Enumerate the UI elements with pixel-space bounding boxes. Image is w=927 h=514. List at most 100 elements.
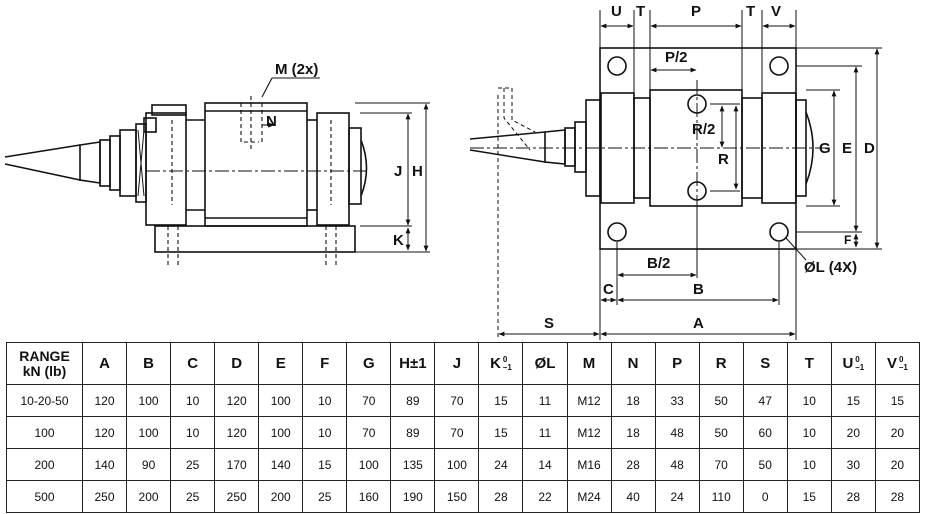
value-cell: 0 xyxy=(742,480,788,513)
value-cell: 15 xyxy=(478,384,524,417)
value-cell: 47 xyxy=(742,384,788,417)
cable-side xyxy=(4,123,147,203)
value-cell: 89 xyxy=(390,416,436,449)
header-d: D xyxy=(214,342,260,385)
value-cell: 190 xyxy=(390,480,436,513)
header-j: J xyxy=(434,342,480,385)
tolerance-note: 0–1 xyxy=(855,355,865,373)
value-cell: 14 xyxy=(522,448,568,481)
value-cell: 11 xyxy=(522,416,568,449)
label-v: V xyxy=(771,3,781,20)
value-cell: 160 xyxy=(346,480,392,513)
label-b: B xyxy=(693,281,704,298)
technical-drawing: M (2x) N J H K xyxy=(4,3,882,340)
value-cell: 48 xyxy=(654,448,700,481)
header-e: E xyxy=(258,342,304,385)
value-cell: 100 xyxy=(126,384,172,417)
load-cell-body xyxy=(204,102,308,227)
label-g: G xyxy=(819,140,831,157)
value-cell: 33 xyxy=(654,384,700,417)
value-cell: 28 xyxy=(874,480,921,513)
value-cell: 20 xyxy=(830,416,876,449)
label-s: S xyxy=(544,315,554,332)
right-block xyxy=(316,112,350,226)
value-cell: 70 xyxy=(434,384,480,417)
value-cell: 250 xyxy=(214,480,260,513)
base-plate xyxy=(154,225,356,253)
value-cell: 18 xyxy=(610,384,656,417)
value-cell: 60 xyxy=(742,416,788,449)
label-h: H xyxy=(412,163,423,180)
value-cell: 120 xyxy=(81,416,128,449)
value-cell: 10 xyxy=(170,416,216,449)
value-cell: 15 xyxy=(302,448,348,481)
value-cell: 20 xyxy=(874,448,921,481)
value-cell: 70 xyxy=(434,416,480,449)
tolerance-note: 0–1 xyxy=(898,355,908,373)
value-cell: 15 xyxy=(478,416,524,449)
header-p: P xyxy=(654,342,700,385)
top-view xyxy=(469,10,882,340)
label-p-half: P/2 xyxy=(665,49,688,66)
value-cell: 20 xyxy=(874,416,921,449)
value-cell: 48 xyxy=(654,416,700,449)
value-cell: 135 xyxy=(390,448,436,481)
value-cell: 50 xyxy=(698,416,744,449)
label-d: D xyxy=(864,140,875,157)
value-cell: 50 xyxy=(698,384,744,417)
value-cell: 15 xyxy=(830,384,876,417)
range-cell: 10-20-50 xyxy=(6,384,83,417)
header-s: S xyxy=(742,342,788,385)
range-cell: 200 xyxy=(6,448,83,481)
value-cell: 15 xyxy=(786,480,832,513)
value-cell: 70 xyxy=(346,416,392,449)
value-cell: 120 xyxy=(214,416,260,449)
value-cell: 25 xyxy=(170,480,216,513)
tolerance-note: 0–1 xyxy=(502,355,512,373)
label-c: C xyxy=(603,281,614,298)
value-cell: M12 xyxy=(566,416,612,449)
label-m: M (2x) xyxy=(275,61,318,78)
value-cell: 120 xyxy=(81,384,128,417)
value-cell: 70 xyxy=(698,448,744,481)
header-c: C xyxy=(170,342,216,385)
value-cell: 22 xyxy=(522,480,568,513)
label-k: K xyxy=(393,232,404,249)
value-cell: 89 xyxy=(390,384,436,417)
value-cell: M16 xyxy=(566,448,612,481)
label-n: N xyxy=(266,113,277,130)
header-f: F xyxy=(302,342,348,385)
value-cell: 200 xyxy=(258,480,304,513)
label-p: P xyxy=(691,3,701,20)
value-cell: 100 xyxy=(258,416,304,449)
label-r: R xyxy=(718,151,729,168)
label-t-right: T xyxy=(746,3,755,20)
header-g: G xyxy=(346,342,392,385)
value-cell: 18 xyxy=(610,416,656,449)
value-cell: 70 xyxy=(346,384,392,417)
label-f: F xyxy=(844,233,851,247)
value-cell: 40 xyxy=(610,480,656,513)
value-cell: 28 xyxy=(830,480,876,513)
value-cell: 140 xyxy=(81,448,128,481)
range-cell: 500 xyxy=(6,480,83,513)
value-cell: 90 xyxy=(126,448,172,481)
value-cell: 10 xyxy=(786,384,832,417)
header-a: A xyxy=(81,342,128,385)
value-cell: 50 xyxy=(742,448,788,481)
value-cell: 110 xyxy=(698,480,744,513)
header-m: M xyxy=(566,342,612,385)
value-cell: 100 xyxy=(258,384,304,417)
value-cell: 25 xyxy=(170,448,216,481)
top-plate xyxy=(599,47,797,250)
value-cell: 28 xyxy=(478,480,524,513)
value-cell: 10 xyxy=(302,384,348,417)
